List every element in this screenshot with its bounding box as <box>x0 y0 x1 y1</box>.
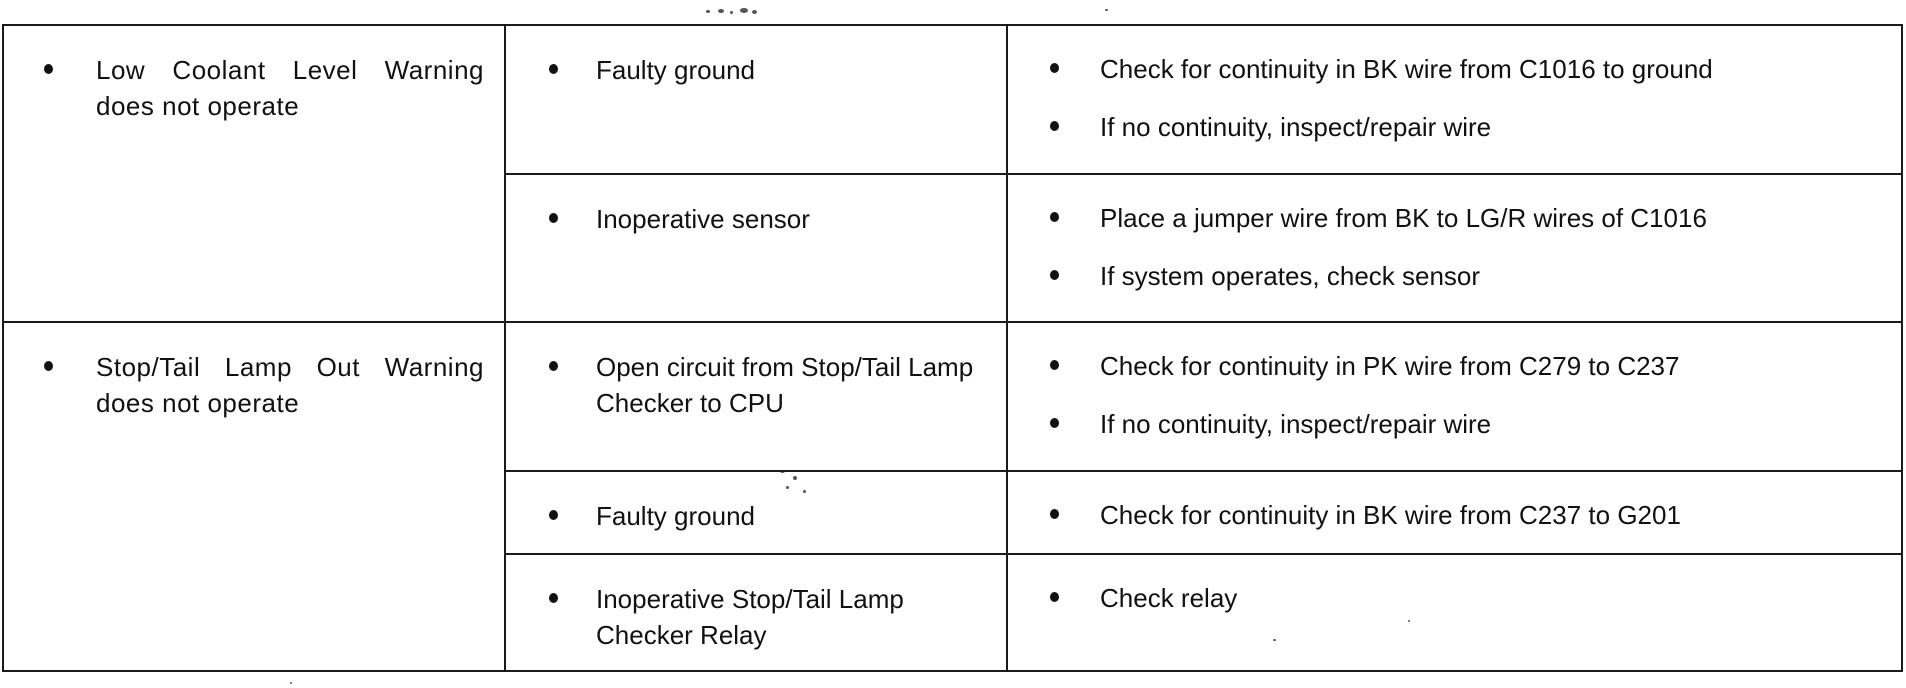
cause-cell: Faulty ground <box>504 470 1008 555</box>
cause-cell: Inoperative Stop/Tail Lamp Checker Relay <box>504 553 1008 672</box>
action-list: Place a jumper wire from BK to LG/R wire… <box>1008 175 1901 294</box>
list-item: Inoperative Stop/Tail Lamp Checker Relay <box>506 581 988 653</box>
symptom-cell: Low Coolant Level Warning does not opera… <box>2 24 506 323</box>
action-cell: Place a jumper wire from BK to LG/R wire… <box>1006 173 1903 323</box>
symptom-text: Low Coolant Level Warning does not opera… <box>96 55 484 121</box>
list-item: Inoperative sensor <box>506 201 988 237</box>
list-item: Place a jumper wire from BK to LG/R wire… <box>1008 200 1885 236</box>
scan-artifact <box>718 9 724 13</box>
cause-list: Faulty ground <box>506 26 1006 88</box>
cause-list: Faulty ground <box>506 472 1006 534</box>
list-item: If no continuity, inspect/repair wire <box>1008 406 1885 442</box>
cause-text: Faulty ground <box>596 501 755 531</box>
bullet-icon <box>1050 592 1059 602</box>
action-list: Check relay <box>1008 555 1901 616</box>
cause-text: Inoperative sensor <box>596 204 810 234</box>
scan-artifact <box>706 10 710 13</box>
action-cell: Check for continuity in BK wire from C23… <box>1006 470 1903 555</box>
list-item: Check for continuity in BK wire from C23… <box>1008 497 1885 533</box>
symptom-text: Stop/Tail Lamp Out Warning does not oper… <box>96 352 484 418</box>
cause-list: Inoperative Stop/Tail Lamp Checker Relay <box>506 555 1006 653</box>
action-text: If no continuity, inspect/repair wire <box>1100 409 1492 439</box>
bullet-icon <box>1050 360 1059 370</box>
cause-list: Open circuit from Stop/Tail Lamp Checker… <box>506 323 1006 421</box>
bullet-icon <box>549 593 558 603</box>
cause-cell: Open circuit from Stop/Tail Lamp Checker… <box>504 321 1008 472</box>
action-list: Check for continuity in BK wire from C23… <box>1008 472 1901 533</box>
list-item: Check for continuity in BK wire from C10… <box>1008 51 1885 87</box>
action-text: Check for continuity in PK wire from C27… <box>1100 351 1680 381</box>
table-row: Faulty ground Check for continuity in BK… <box>3 470 1903 555</box>
bullet-icon <box>1050 270 1059 280</box>
symptom-list: Stop/Tail Lamp Out Warning does not oper… <box>4 323 504 421</box>
list-item: Check relay <box>1008 580 1885 616</box>
action-text: Check relay <box>1100 583 1238 613</box>
symptom-cell: Stop/Tail Lamp Out Warning does not oper… <box>2 321 506 672</box>
list-item: If system operates, check sensor <box>1008 258 1885 294</box>
diagnosis-table: Low Coolant Level Warning does not opera… <box>2 24 1903 672</box>
symptom-list: Low Coolant Level Warning does not opera… <box>4 26 504 124</box>
bullet-icon <box>1050 509 1059 519</box>
scan-artifact <box>740 8 748 13</box>
table-row: Inoperative Stop/Tail Lamp Checker Relay… <box>3 553 1903 672</box>
list-item: Open circuit from Stop/Tail Lamp Checker… <box>506 349 988 421</box>
scan-artifact <box>752 10 757 14</box>
action-cell: Check for continuity in BK wire from C10… <box>1006 24 1903 175</box>
cause-text: Inoperative Stop/Tail Lamp Checker Relay <box>596 584 904 650</box>
list-item: Faulty ground <box>506 498 988 534</box>
bullet-icon <box>1050 418 1059 428</box>
bullet-icon <box>549 64 558 74</box>
cause-cell: Faulty ground <box>504 24 1008 175</box>
bullet-icon <box>1050 121 1059 131</box>
bullet-icon <box>44 64 53 74</box>
list-item: Faulty ground <box>506 52 988 88</box>
action-text: Check for continuity in BK wire from C23… <box>1100 500 1681 530</box>
scan-artifact <box>290 682 292 684</box>
scan-artifact <box>730 11 733 14</box>
bullet-icon <box>1050 63 1059 73</box>
cause-text: Faulty ground <box>596 55 755 85</box>
table-row: Stop/Tail Lamp Out Warning does not oper… <box>2 321 1903 672</box>
bullet-icon <box>549 510 558 520</box>
list-item: Stop/Tail Lamp Out Warning does not oper… <box>4 349 484 421</box>
action-text: If system operates, check sensor <box>1100 261 1481 291</box>
action-text: Place a jumper wire from BK to LG/R wire… <box>1100 203 1707 233</box>
table-row: Inoperative sensor Place a jumper wire f… <box>3 173 1903 323</box>
action-text: If no continuity, inspect/repair wire <box>1100 112 1492 142</box>
list-item: Check for continuity in PK wire from C27… <box>1008 348 1885 384</box>
bullet-icon <box>549 361 558 371</box>
bullet-icon <box>1050 212 1059 222</box>
list-item: Low Coolant Level Warning does not opera… <box>4 52 484 124</box>
cause-cell: Inoperative sensor <box>504 173 1008 323</box>
table-row: Low Coolant Level Warning does not opera… <box>2 24 1903 323</box>
action-list: Check for continuity in PK wire from C27… <box>1008 323 1901 442</box>
cause-text: Open circuit from Stop/Tail Lamp Checker… <box>596 352 974 418</box>
list-item: If no continuity, inspect/repair wire <box>1008 109 1885 145</box>
bullet-icon <box>44 361 53 371</box>
action-cell: Check for continuity in PK wire from C27… <box>1006 321 1903 472</box>
action-list: Check for continuity in BK wire from C10… <box>1008 26 1901 145</box>
action-text: Check for continuity in BK wire from C10… <box>1100 54 1713 84</box>
scan-artifact <box>1105 9 1108 11</box>
cause-list: Inoperative sensor <box>506 175 1006 237</box>
action-cell: Check relay <box>1006 553 1903 672</box>
bullet-icon <box>549 213 558 223</box>
